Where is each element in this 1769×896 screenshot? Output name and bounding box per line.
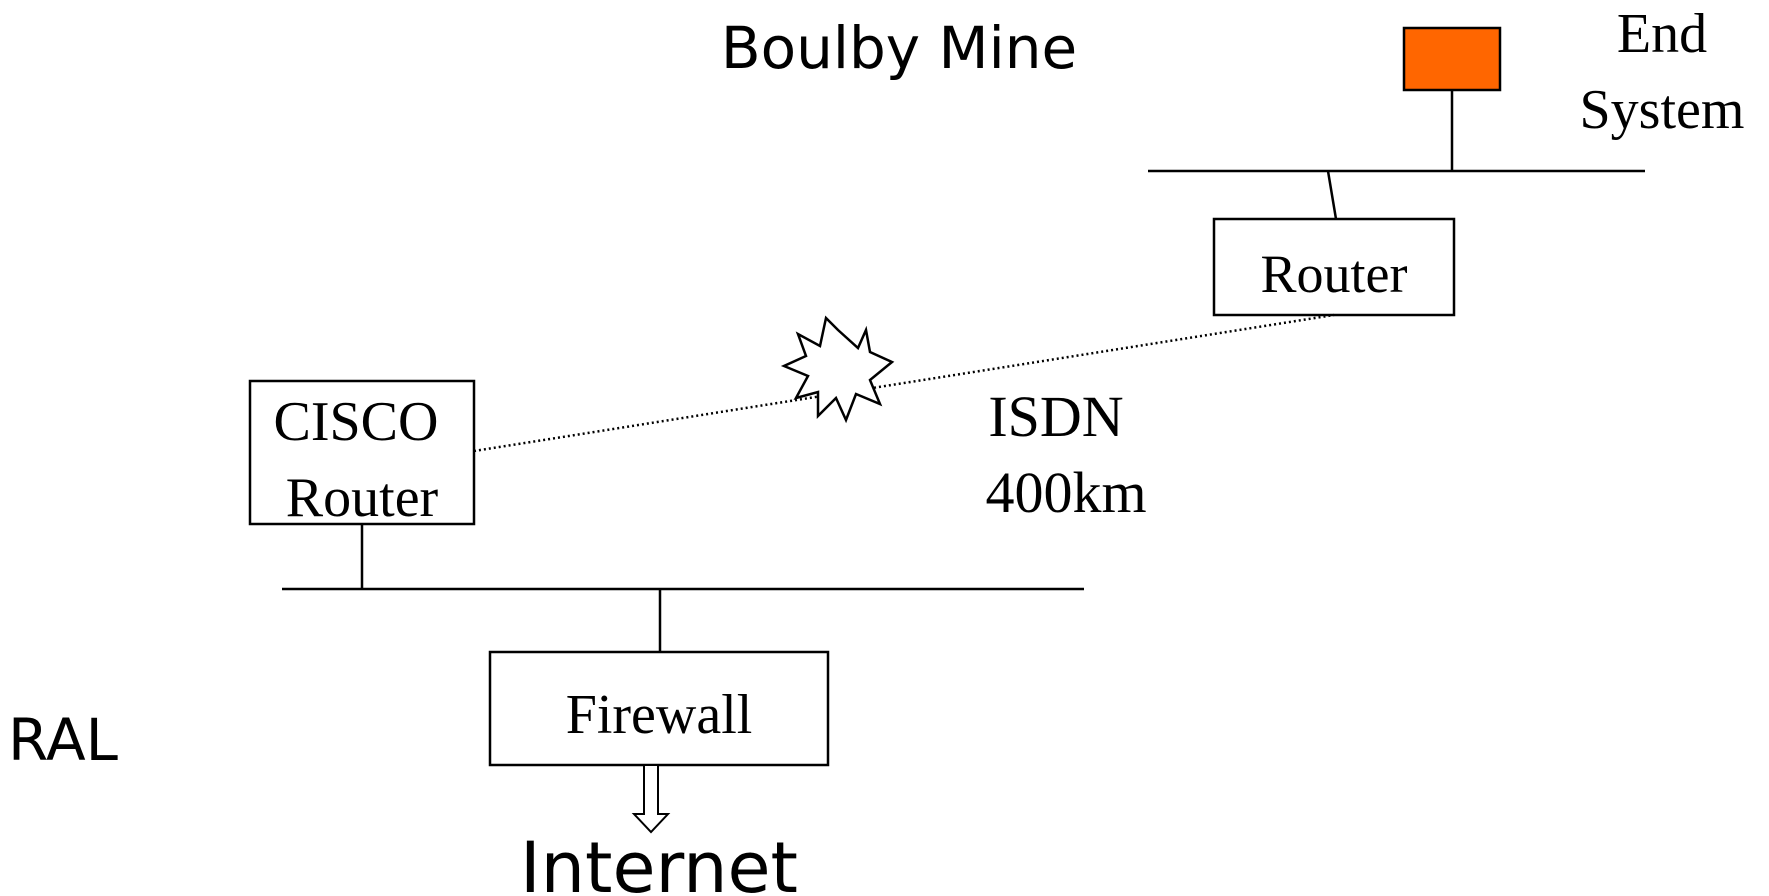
boulby-router-box [1212,217,1456,317]
cisco-router-label-line2: Router [286,467,439,529]
router-lan-link [1326,170,1338,220]
internet-label: Internet [520,827,798,896]
end-system-box [1402,26,1502,92]
firewall-label: Firewall [566,684,753,746]
isdn-label-line2: 400km [985,460,1146,525]
isdn-label-line1: ISDN [988,384,1123,449]
internet-arrow-icon [631,764,671,834]
firewall-box [488,650,830,767]
site-label-boulby-mine: Boulby Mine [721,14,1077,82]
cisco-router-box [248,379,476,526]
isdn-burst-icon [780,315,895,424]
cisco-router-label-line1: CISCO [274,391,439,453]
end-system-label-line1: End [1617,3,1707,65]
site-label-ral: RAL [8,706,118,774]
isdn-link [473,313,1335,453]
boulby-router-label: Router [1261,244,1408,304]
end-system-label-line2: System [1580,79,1745,141]
